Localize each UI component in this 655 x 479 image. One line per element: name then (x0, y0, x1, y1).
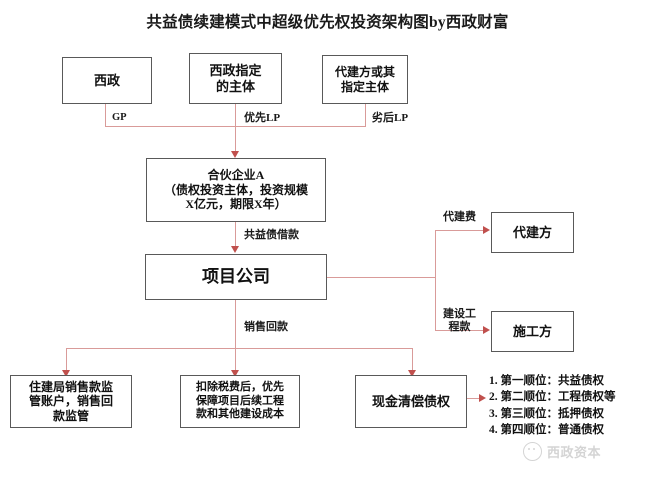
edge-label-sales-collection: 销售回款 (244, 321, 288, 333)
connector-bottom-bus (66, 348, 413, 349)
connector-right-riser (435, 230, 436, 330)
connector-to-contractor (435, 330, 485, 331)
connector-project-down (235, 300, 236, 348)
node-builder-designated-entity: 代建方或其 指定主体 (322, 55, 408, 104)
connector-xizheng-entity-down (235, 104, 236, 126)
connector-partnership-to-project (235, 222, 236, 248)
node-tax-deduction-label: 扣除税费后，优先 保障项目后续工程 款和其他建设成本 (196, 381, 284, 421)
node-xizheng-designated-entity: 西政指定 的主体 (189, 53, 282, 104)
connector-bus-to-tax (235, 348, 236, 372)
wechat-icon (523, 442, 542, 461)
priority-list-item-2: 2. 第二顺位：工程债权等 (489, 391, 616, 404)
arrowhead-to-tax-deduction (231, 370, 239, 377)
node-tax-deduction: 扣除税费后，优先 保障项目后续工程 款和其他建设成本 (180, 375, 300, 428)
node-builder-designated-entity-label: 代建方或其 指定主体 (334, 64, 395, 94)
connector-to-agent-builder (435, 230, 485, 231)
node-contractor: 施工方 (491, 311, 574, 352)
node-partnership-a-line2: （债权投资主体，投资规模 (163, 182, 308, 197)
node-cash-repayment-label: 现金清偿债权 (371, 393, 450, 409)
node-cash-repayment: 现金清偿债权 (355, 375, 467, 428)
edge-label-joint-benefit-loan: 共益债借款 (244, 229, 299, 241)
arrowhead-to-partnership (231, 151, 239, 158)
node-partnership-a-line1: 合伙企业A (207, 168, 265, 183)
node-agent-builder: 代建方 (491, 212, 574, 253)
edge-label-agent-fee: 代建费 (443, 211, 476, 223)
arrowhead-to-priority-list (479, 394, 486, 402)
node-supervision-account-label: 住建局销售款监 管账户，销售回 款监管 (28, 379, 113, 423)
edge-label-subordinate-lp: 劣后LP (372, 112, 409, 124)
watermark: 西政资本 (523, 442, 601, 461)
priority-list: 1. 第一顺位：共益债权 2. 第二顺位：工程债权等 3. 第三顺位：抵押债权 … (489, 373, 616, 438)
node-xizheng-designated-entity-label: 西政指定 的主体 (209, 62, 262, 94)
edge-label-gp: GP (112, 112, 127, 123)
connector-project-right (327, 277, 436, 278)
connector-bus-to-supervision (66, 348, 67, 372)
arrowhead-to-agent-builder (483, 226, 490, 234)
watermark-label: 西政资本 (547, 445, 602, 460)
arrowhead-to-project-company (231, 246, 239, 253)
connector-xizheng-down (105, 104, 106, 126)
connector-bus-to-cash (412, 348, 413, 372)
node-project-company-label: 项目公司 (202, 266, 270, 286)
node-project-company: 项目公司 (145, 254, 327, 300)
priority-list-item-4: 4. 第四顺位：普通债权 (489, 423, 604, 436)
node-agent-builder-label: 代建方 (512, 224, 552, 240)
connector-bus-to-partnership (235, 126, 236, 153)
arrowhead-to-cash-repayment (408, 370, 416, 377)
edge-label-construction-fee: 建设工 程款 (443, 308, 476, 333)
connector-builder-entity-down (365, 104, 366, 126)
priority-list-item-3: 3. 第三顺位：抵押债权 (489, 407, 604, 420)
node-xizheng: 西政 (62, 57, 152, 104)
arrowhead-to-contractor (483, 326, 490, 334)
edge-label-priority-lp: 优先LP (244, 112, 281, 124)
priority-list-item-1: 1. 第一顺位：共益债权 (489, 375, 604, 387)
node-partnership-a-line3: X亿元，期限X年） (185, 197, 287, 212)
node-contractor-label: 施工方 (512, 323, 552, 339)
node-xizheng-label: 西政 (93, 72, 120, 88)
node-supervision-account: 住建局销售款监 管账户，销售回 款监管 (10, 375, 132, 428)
arrowhead-to-supervision-account (62, 370, 70, 377)
connector-cash-to-priority (467, 398, 481, 399)
page-title: 共益债续建模式中超级优先权投资架构图by西政财富 (146, 14, 509, 31)
node-partnership-a: 合伙企业A （债权投资主体，投资规模 X亿元，期限X年） (146, 158, 326, 222)
